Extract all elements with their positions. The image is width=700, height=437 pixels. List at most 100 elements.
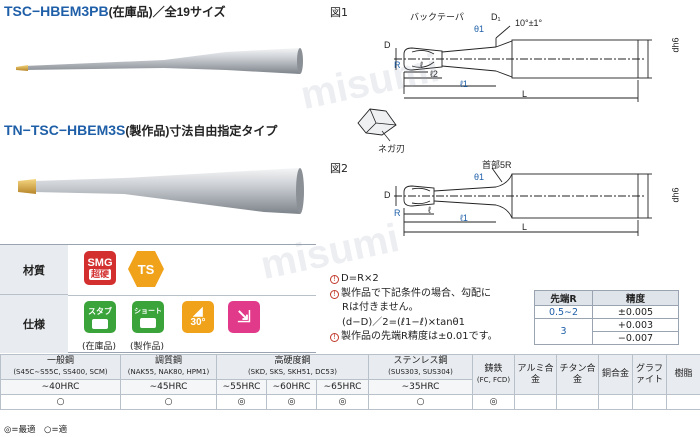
custom-tool-image	[18, 168, 304, 214]
fig2-neck-label: 首部5R	[482, 160, 512, 170]
precision-value-cell: ±0.005	[592, 305, 679, 319]
rating-cell: ◎	[316, 394, 369, 410]
hardness-cell: ∼45HRC	[120, 379, 217, 395]
rating-cell	[666, 394, 700, 410]
precision-header-radius: 先端R	[534, 290, 593, 306]
spec-row-label: 仕様	[0, 295, 68, 353]
smg-badge-bottom: 超硬	[88, 268, 111, 280]
precision-value-cell: +0.003	[592, 318, 679, 332]
figure2-drawing	[394, 167, 652, 236]
dimension-spec-badge: ⇲	[228, 301, 260, 333]
stock-product-sub: (在庫品)／全19サイズ	[108, 5, 226, 19]
short-badge-label: ショート	[134, 308, 162, 315]
fig1-angle-label: 10°±1°	[515, 18, 543, 28]
angle-badge-label: 30°	[190, 317, 206, 328]
precision-value-cell: −0.007	[592, 331, 679, 345]
spec-panel: 材質 仕様 SMG 超硬 TS スタブ ショート ◢ 30° ⇲ (在庫品) (…	[0, 244, 316, 353]
hardness-cell: ∼35HRC	[368, 379, 473, 395]
material-table: 一般鋼(S45C∼S55C, SS400, SCM) 調質鋼(NAK55, NA…	[0, 354, 700, 410]
fig1-l1-label: ℓ1	[460, 79, 468, 89]
rating-cell	[632, 394, 667, 410]
note-item: !製作品で下記条件の場合、勾配に	[330, 287, 530, 302]
table-row: 3 +0.003	[534, 318, 679, 345]
material-header: 鋳鉄(FC, FCD)	[472, 354, 515, 395]
figure1-label: 図1	[330, 6, 348, 19]
smg-badge-top: SMG	[87, 256, 113, 269]
material-header: アルミ合金	[514, 354, 557, 395]
stub-badge: スタブ	[84, 301, 116, 333]
stub-icon	[92, 318, 108, 329]
hardness-cell: ∼65HRC	[316, 379, 369, 395]
custom-product-title: TN−TSC−HBEM3S(製作品)寸法自由指定タイプ	[4, 122, 277, 139]
fig1-l-label: ℓ	[420, 60, 423, 70]
precision-header-accuracy: 精度	[592, 290, 679, 306]
rating-legend: ◎=最適 ○=適	[4, 425, 68, 435]
angle-icon: ◢	[193, 304, 203, 318]
angle-badge: ◢ 30°	[182, 301, 214, 333]
material-header: 高硬度鋼(SKD, SKS, SKH51, DC53)	[216, 354, 369, 380]
note-mark-icon: !	[330, 289, 339, 299]
fig1-D-label: D	[384, 40, 391, 50]
precision-radius-cell: 3	[534, 318, 593, 345]
hardness-cell: ∼60HRC	[266, 379, 317, 395]
material-header: 銅合金	[598, 354, 633, 395]
material-header: 一般鋼(S45C∼S55C, SS400, SCM)	[0, 354, 121, 380]
material-header: 調質鋼(NAK55, NAK80, HPM1)	[120, 354, 217, 380]
fig1-l2-label: ℓ2	[430, 69, 438, 79]
note-mark-icon: !	[330, 333, 339, 342]
short-icon	[140, 318, 156, 328]
fig1-d1-label: D₁	[491, 12, 501, 22]
short-badge: ショート	[132, 301, 164, 333]
rating-cell	[514, 394, 557, 410]
precision-radius-cell: 0.5∼2	[534, 305, 593, 319]
hardness-cell: ∼55HRC	[216, 379, 267, 395]
figure1-drawing	[394, 25, 652, 102]
note-item: !製作品の先端R精度は±0.01です。	[330, 330, 530, 345]
custom-product-code: TN−TSC−HBEM3S	[4, 122, 126, 138]
material-row-label: 材質	[0, 245, 68, 295]
note-mark-icon: !	[330, 275, 339, 284]
fig2-dh6-label: dh6	[670, 187, 681, 203]
fig1-theta-label: θ1	[474, 24, 485, 34]
material-header: 樹脂	[666, 354, 700, 395]
fig2-theta-label: θ1	[474, 172, 485, 182]
fig2-R-label: R	[394, 208, 401, 218]
material-header: グラファイト	[632, 354, 667, 395]
note-item: Rは付きません。	[342, 302, 419, 313]
smg-carbide-badge: SMG 超硬	[84, 251, 116, 285]
fig1-negative-edge-label: ネガ刃	[378, 144, 406, 154]
rating-cell: ◎	[216, 394, 267, 410]
rating-cell: ○	[0, 394, 121, 410]
fig1-R-label: R	[394, 60, 401, 70]
table-row: 0.5∼2 ±0.005	[534, 305, 679, 319]
stock-tool-image	[16, 48, 303, 74]
negative-edge-detail	[357, 108, 397, 142]
fig1-taper-label: バックテーパ	[410, 12, 464, 22]
material-header: チタン合金	[556, 354, 599, 395]
table-row: −0.007	[535, 331, 679, 345]
dimension-icon: ⇲	[237, 309, 251, 326]
note-item: (d−D)／2=(ℓ1−ℓ)×tanθ1	[342, 316, 466, 328]
fig2-l1-label: ℓ1	[460, 213, 468, 223]
material-header: ステンレス鋼(SUS303, SUS304)	[368, 354, 473, 380]
figure2-label: 図2	[330, 162, 348, 175]
rating-cell: ○	[120, 394, 217, 410]
table-row: ∼40HRC ∼45HRC ∼55HRC ∼60HRC ∼65HRC ∼35HR…	[0, 379, 700, 395]
fig1-dh6-label: dh6	[670, 37, 681, 53]
stock-product-title: TSC−HBEM3PB(在庫品)／全19サイズ	[4, 3, 226, 20]
rating-cell: ◎	[266, 394, 317, 410]
table-row: ○ ○ ◎ ◎ ◎ ○ ◎	[0, 394, 700, 410]
fig2-L-label: L	[522, 222, 528, 232]
rating-cell	[598, 394, 633, 410]
rating-cell	[556, 394, 599, 410]
table-row: 一般鋼(S45C∼S55C, SS400, SCM) 調質鋼(NAK55, NA…	[0, 354, 700, 395]
fig1-L-label: L	[522, 89, 528, 99]
notes-block: !D=R×2 !製作品で下記条件の場合、勾配に Rは付きません。 (d−D)／2…	[330, 272, 530, 345]
custom-product-sub: (製作品)寸法自由指定タイプ	[125, 124, 278, 138]
rating-cell: ○	[368, 394, 473, 410]
hardness-cell: ∼40HRC	[0, 379, 121, 395]
stock-product-code: TSC−HBEM3PB	[4, 3, 109, 19]
rating-cell: ◎	[472, 394, 515, 410]
fig2-l-label: ℓ	[428, 205, 431, 215]
stock-caption: (在庫品)	[82, 342, 117, 352]
